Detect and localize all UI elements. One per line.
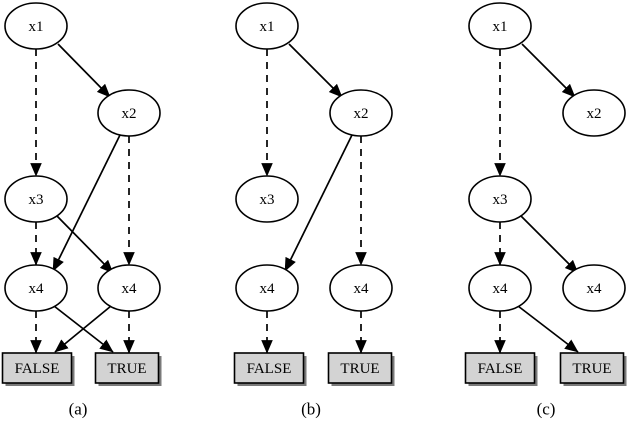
node-a_false[interactable]: FALSE bbox=[1, 352, 75, 386]
decision-node-shape bbox=[468, 2, 532, 50]
node-a_x3[interactable]: x3 bbox=[4, 175, 68, 223]
node-b_x2[interactable]: x2 bbox=[329, 89, 393, 137]
decision-node-label: x4 bbox=[493, 281, 509, 297]
decision-node-shape bbox=[97, 264, 161, 312]
node-c_x4R[interactable]: x4 bbox=[562, 264, 626, 312]
terminal-node-label: FALSE bbox=[247, 361, 292, 377]
terminal-node-shape bbox=[233, 352, 305, 384]
decision-node-shape bbox=[4, 264, 68, 312]
panel-caption-a: (a) bbox=[69, 400, 88, 419]
decision-node-shape bbox=[468, 175, 532, 223]
node-c_x4L[interactable]: x4 bbox=[468, 264, 532, 312]
decision-node-label: x1 bbox=[260, 19, 275, 35]
terminal-node-label: FALSE bbox=[478, 361, 523, 377]
decision-node-shape bbox=[562, 264, 626, 312]
panel-caption-c: (c) bbox=[537, 400, 556, 419]
decision-node-shape bbox=[235, 264, 299, 312]
node-c_x1[interactable]: x1 bbox=[468, 2, 532, 50]
edge-a_x3-to-a_x4R-solid bbox=[56, 215, 114, 274]
node-a_x1[interactable]: x1 bbox=[4, 2, 68, 50]
decision-node-label: x3 bbox=[29, 192, 44, 208]
decision-node-label: x4 bbox=[587, 281, 603, 297]
decision-node-label: x1 bbox=[29, 19, 44, 35]
edge-b_x2-to-b_x4L-solid bbox=[284, 134, 353, 272]
terminal-node-shape bbox=[94, 352, 160, 384]
edge-c_x3-to-c_x4R-solid bbox=[520, 215, 579, 274]
captions-layer: (a) (b) (c) bbox=[69, 400, 556, 419]
decision-node-label: x1 bbox=[493, 19, 508, 35]
edge-a_x2-to-a_x4L-solid bbox=[52, 134, 121, 272]
node-b_x4L[interactable]: x4 bbox=[235, 264, 299, 312]
panel-caption-b: (b) bbox=[301, 400, 321, 419]
node-a_x2[interactable]: x2 bbox=[97, 89, 161, 137]
decision-node-label: x4 bbox=[260, 281, 276, 297]
decision-node-label: x4 bbox=[354, 281, 370, 297]
node-c_x3[interactable]: x3 bbox=[468, 175, 532, 223]
decision-node-shape bbox=[562, 89, 626, 137]
edge-a_x4R-to-a_false-solid bbox=[54, 305, 112, 353]
terminal-node-label: TRUE bbox=[107, 361, 146, 377]
edge-b_x1-to-b_x2-solid bbox=[288, 43, 343, 98]
decision-node-shape bbox=[4, 175, 68, 223]
terminal-node-shape bbox=[327, 352, 393, 384]
edges-layer bbox=[30, 43, 579, 354]
node-a_x4R[interactable]: x4 bbox=[97, 264, 161, 312]
terminal-node-shape bbox=[464, 352, 536, 384]
decision-node-label: x4 bbox=[29, 281, 45, 297]
decision-node-shape bbox=[235, 175, 299, 223]
node-c_true[interactable]: TRUE bbox=[559, 352, 627, 386]
decision-node-shape bbox=[329, 89, 393, 137]
decision-node-label: x2 bbox=[354, 106, 369, 122]
terminal-node-label: TRUE bbox=[572, 361, 611, 377]
terminal-node-label: TRUE bbox=[340, 361, 379, 377]
terminal-node-label: FALSE bbox=[15, 361, 60, 377]
decision-node-shape bbox=[468, 264, 532, 312]
decision-node-label: x2 bbox=[587, 106, 602, 122]
decision-node-label: x4 bbox=[122, 281, 138, 297]
decision-node-shape bbox=[235, 2, 299, 50]
node-a_x4L[interactable]: x4 bbox=[4, 264, 68, 312]
decision-node-label: x3 bbox=[493, 192, 508, 208]
terminal-node-shape bbox=[1, 352, 73, 384]
edge-a_x1-to-a_x2-solid bbox=[57, 43, 111, 98]
edge-c_x4L-to-c_true-solid bbox=[517, 305, 579, 353]
node-a_true[interactable]: TRUE bbox=[94, 352, 162, 386]
decision-node-label: x2 bbox=[122, 106, 137, 122]
node-b_x4R[interactable]: x4 bbox=[329, 264, 393, 312]
edge-c_x1-to-c_x2-solid bbox=[521, 43, 576, 98]
terminal-node-shape bbox=[559, 352, 625, 384]
node-b_true[interactable]: TRUE bbox=[327, 352, 395, 386]
node-c_x2[interactable]: x2 bbox=[562, 89, 626, 137]
decision-node-shape bbox=[4, 2, 68, 50]
decision-node-label: x3 bbox=[260, 192, 275, 208]
decision-node-shape bbox=[329, 264, 393, 312]
decision-node-shape bbox=[97, 89, 161, 137]
node-c_false[interactable]: FALSE bbox=[464, 352, 538, 386]
node-b_x1[interactable]: x1 bbox=[235, 2, 299, 50]
node-b_x3[interactable]: x3 bbox=[235, 175, 299, 223]
node-b_false[interactable]: FALSE bbox=[233, 352, 307, 386]
